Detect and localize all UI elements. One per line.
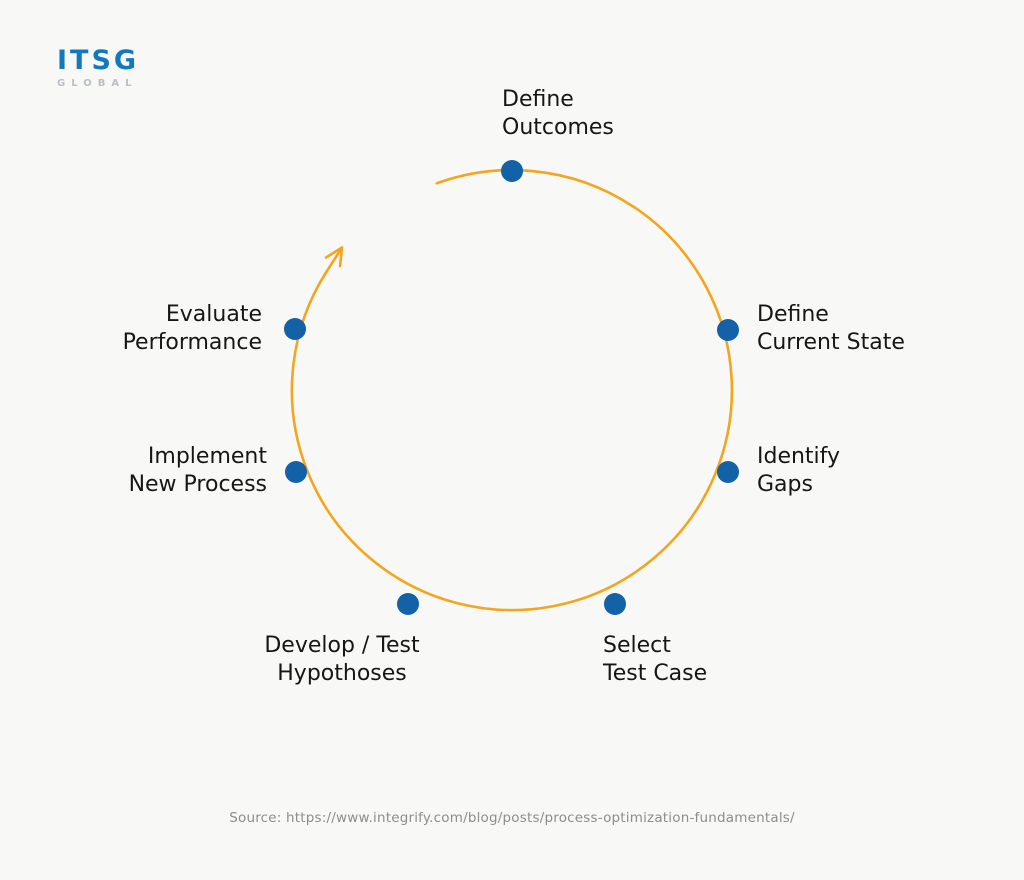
cycle-arc [290, 168, 734, 612]
logo-subtitle: GLOBAL [57, 78, 138, 89]
dot-develop-test-hypothoses [397, 593, 419, 615]
cycle-arrow-icon [324, 246, 344, 275]
itsg-global-logo: ITSG GLOBAL [57, 46, 139, 90]
step-label-implement-new-process: Implement New Process [128, 444, 267, 497]
step-label-define-outcomes: Define Outcomes [502, 87, 614, 140]
step-label-develop-test-hypothoses: Develop / Test Hypothoses [264, 633, 420, 686]
dot-implement-new-process [285, 461, 307, 483]
dot-define-outcomes [501, 160, 523, 182]
logo-title: ITSG [57, 45, 140, 76]
source-caption: Source: https://www.integrify.com/blog/p… [229, 810, 795, 826]
step-label-select-test-case: Select Test Case [603, 633, 708, 686]
dot-define-current-state [717, 319, 739, 341]
step-label-evaluate-performance: Evaluate Performance [122, 302, 262, 355]
dot-evaluate-performance [284, 318, 306, 340]
step-label-define-current-state: Define Current State [757, 302, 905, 355]
step-label-identify-gaps: Identify Gaps [757, 444, 841, 497]
dot-select-test-case [604, 593, 626, 615]
dot-identify-gaps [717, 461, 739, 483]
